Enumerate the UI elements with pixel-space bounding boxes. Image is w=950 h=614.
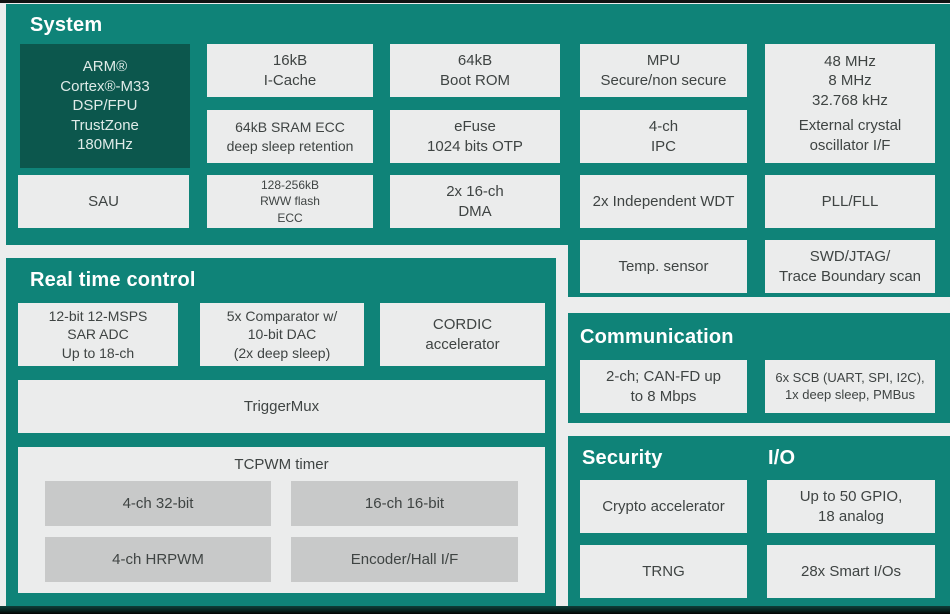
block-sar-adc: 12-bit 12-MSPS SAR ADC Up to 18-ch bbox=[18, 303, 178, 366]
block-crystal-oscillator: 48 MHz 8 MHz 32.768 kHz External crystal… bbox=[765, 44, 935, 163]
block-crypto-accelerator: Crypto accelerator bbox=[580, 480, 747, 533]
section-title-security: Security bbox=[582, 447, 663, 469]
section-system: System ARM® Cortex®-M33 DSP/FPU TrustZon… bbox=[6, 4, 950, 297]
block-comparator-dac: 5x Comparator w/ 10-bit DAC (2x deep sle… bbox=[200, 303, 364, 366]
section-title-system: System bbox=[30, 14, 103, 36]
block-tcpwm-16ch-16bit: 16-ch 16-bit bbox=[291, 481, 518, 526]
block-ipc: 4-ch IPC bbox=[580, 110, 747, 163]
block-gpio: Up to 50 GPIO, 18 analog bbox=[767, 480, 935, 533]
section-communication: Communication 2-ch; CAN-FD up to 8 Mbps … bbox=[568, 313, 950, 423]
block-dma: 2x 16-ch DMA bbox=[390, 175, 560, 228]
block-tcpwm-4ch-32bit: 4-ch 32-bit bbox=[45, 481, 271, 526]
block-tcpwm-timer-group: TCPWM timer 4-ch 32-bit 16-ch 16-bit 4-c… bbox=[18, 447, 545, 593]
block-scb: 6x SCB (UART, SPI, I2C), 1x deep sleep, … bbox=[765, 360, 935, 413]
tcpwm-timer-label: TCPWM timer bbox=[234, 456, 329, 473]
block-pll-fll: PLL/FLL bbox=[765, 175, 935, 228]
block-cordic-accelerator: CORDIC accelerator bbox=[380, 303, 545, 366]
block-sau: SAU bbox=[18, 175, 189, 228]
block-icache: 16kB I-Cache bbox=[207, 44, 373, 97]
block-trng: TRNG bbox=[580, 545, 747, 598]
block-smart-io: 28x Smart I/Os bbox=[767, 545, 935, 598]
block-canfd: 2-ch; CAN-FD up to 8 Mbps bbox=[580, 360, 747, 413]
block-efuse-otp: eFuse 1024 bits OTP bbox=[390, 110, 560, 163]
block-swd-jtag: SWD/JTAG/ Trace Boundary scan bbox=[765, 240, 935, 293]
section-real-time-control: Real time control 12-bit 12-MSPS SAR ADC… bbox=[6, 258, 556, 607]
block-encoder-hall: Encoder/Hall I/F bbox=[291, 537, 518, 582]
block-mpu: MPU Secure/non secure bbox=[580, 44, 747, 97]
block-watchdog: 2x Independent WDT bbox=[580, 175, 747, 228]
block-trigger-mux: TriggerMux bbox=[18, 380, 545, 433]
clock-label: External crystal oscillator I/F bbox=[798, 117, 902, 154]
block-arm-cortex-m33-cpu: ARM® Cortex®-M33 DSP/FPU TrustZone 180MH… bbox=[20, 44, 190, 168]
block-boot-rom: 64kB Boot ROM bbox=[390, 44, 560, 97]
block-tcpwm-hrpwm: 4-ch HRPWM bbox=[45, 537, 271, 582]
top-border bbox=[0, 0, 950, 3]
section-title-io: I/O bbox=[768, 447, 796, 469]
clock-frequencies: 48 MHz 8 MHz 32.768 kHz bbox=[812, 52, 888, 109]
section-title-real-time-control: Real time control bbox=[30, 269, 196, 291]
section-title-communication: Communication bbox=[580, 326, 734, 348]
block-rww-flash: 128-256kB RWW flash ECC bbox=[207, 175, 373, 228]
block-sram-ecc: 64kB SRAM ECC deep sleep retention bbox=[207, 110, 373, 163]
block-temp-sensor: Temp. sensor bbox=[580, 240, 747, 293]
bottom-border bbox=[0, 606, 950, 614]
section-security-io: Security I/O Crypto accelerator Up to 50… bbox=[568, 436, 950, 607]
